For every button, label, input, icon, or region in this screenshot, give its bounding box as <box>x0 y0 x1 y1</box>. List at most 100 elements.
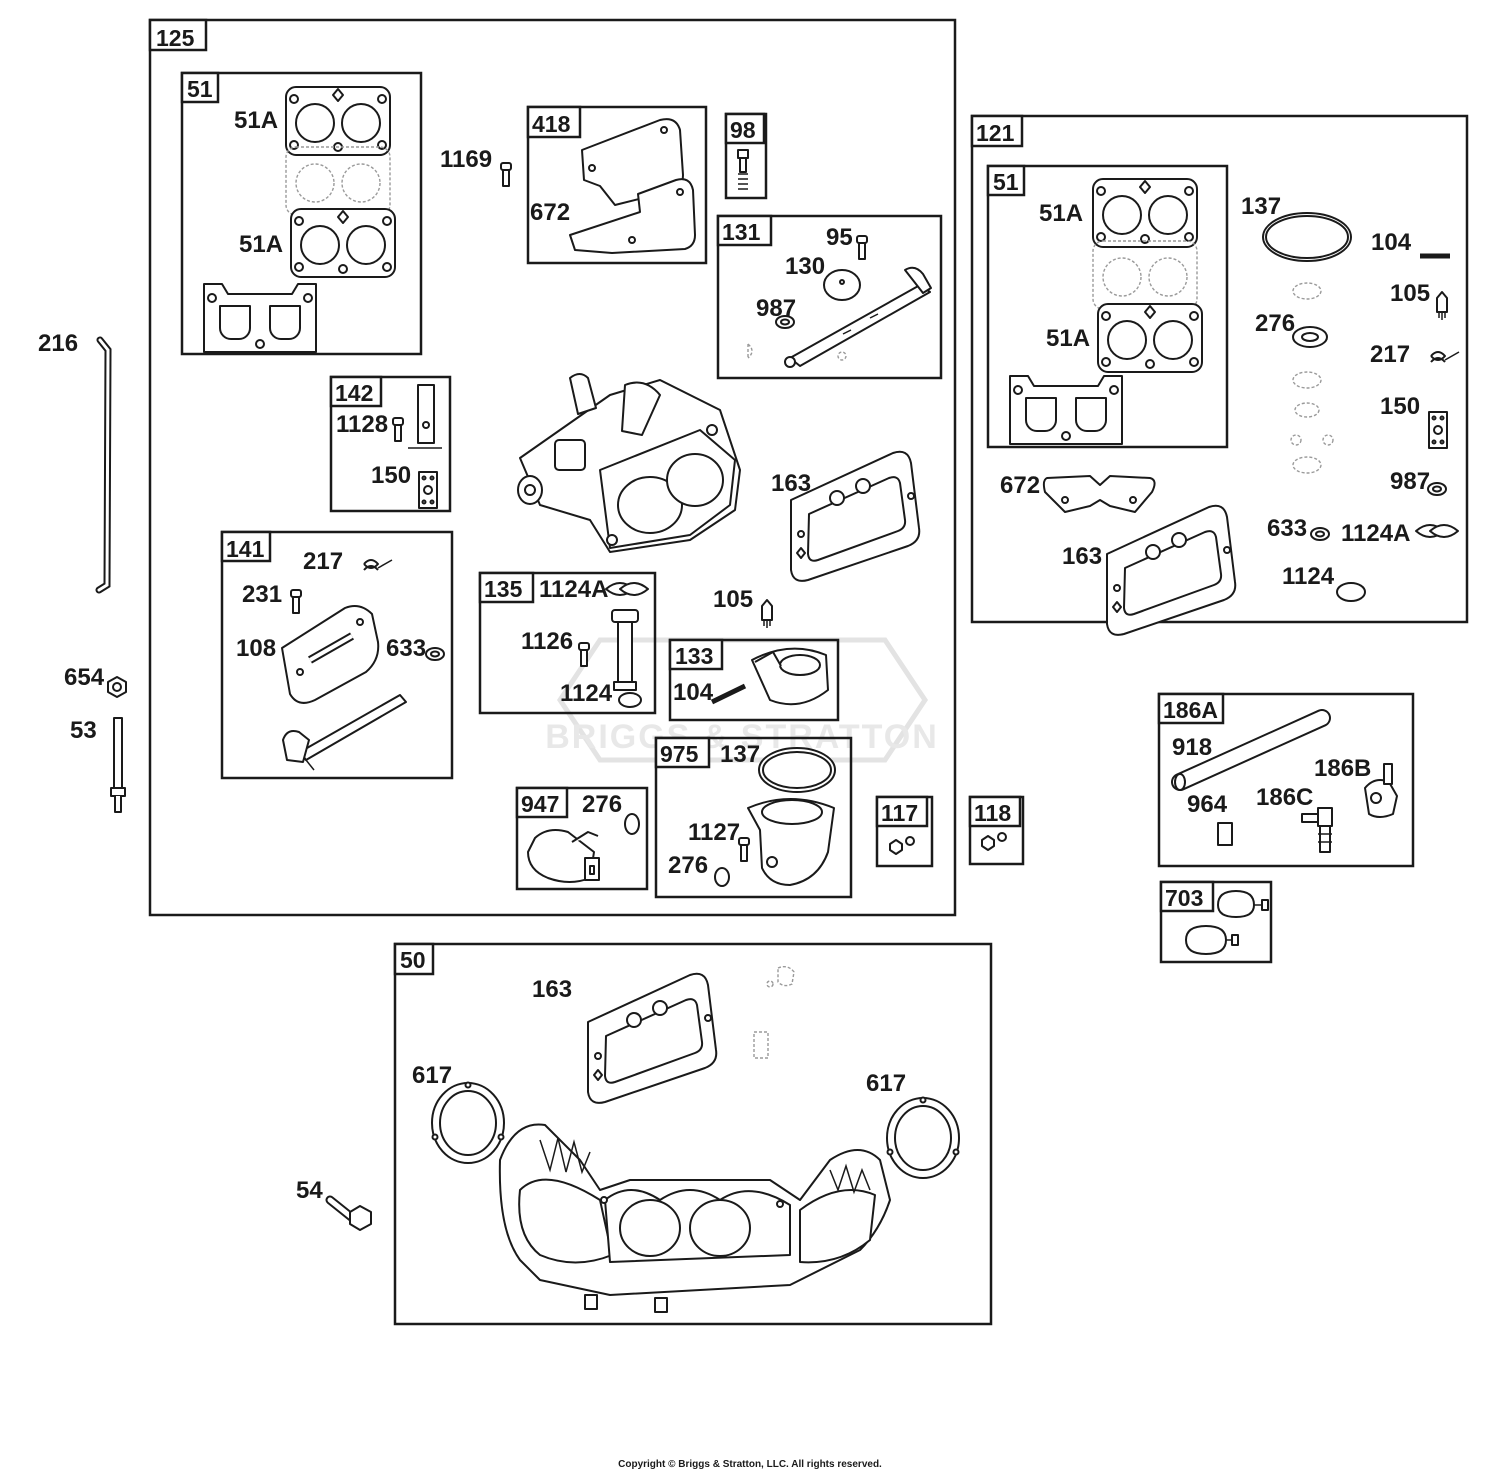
callout-108: 108 <box>236 635 276 662</box>
callout-1128: 1128 <box>336 411 388 438</box>
callout-276-1: 276 <box>582 791 622 818</box>
callout-51A-3: 51A <box>1039 200 1083 227</box>
callout-964: 964 <box>1187 791 1228 818</box>
group-947-label: 947 <box>521 791 559 817</box>
callout-276-3: 276 <box>1255 310 1295 337</box>
group-121-label: 121 <box>976 120 1015 146</box>
ring-617-b <box>886 1096 960 1179</box>
group-51-kit-frame <box>180 71 423 356</box>
choke-shaft <box>282 694 407 771</box>
callout-137-1: 137 <box>720 741 760 768</box>
fuel-bowl-135 <box>611 609 639 691</box>
gasket-51A-b-top <box>1092 178 1198 248</box>
callout-217-1: 217 <box>303 548 343 575</box>
gasket-1124A-b <box>1415 524 1459 538</box>
bracket-142 <box>408 384 442 449</box>
screw-231 <box>290 589 302 614</box>
rod-216 <box>95 336 112 594</box>
ring-1124-b <box>1336 582 1366 602</box>
group-142-label: 142 <box>335 380 373 406</box>
group-133-frame <box>668 638 840 722</box>
callout-987-1: 987 <box>756 295 796 322</box>
group-50-frame <box>393 942 993 1326</box>
group-117-label: 117 <box>881 800 918 826</box>
callout-617-2: 617 <box>866 1070 906 1097</box>
fitting-186C <box>1301 807 1333 853</box>
gasket-163-b <box>1106 504 1237 636</box>
group-975-frame <box>654 736 853 899</box>
bolt-54 <box>325 1195 372 1231</box>
choke-plate-108 <box>281 605 380 704</box>
callout-95: 95 <box>826 224 853 251</box>
callout-1169: 1169 <box>440 146 492 173</box>
plug-117 <box>889 836 915 855</box>
callout-231: 231 <box>242 581 282 608</box>
group-418-label: 418 <box>532 111 571 137</box>
callout-633-2: 633 <box>1267 515 1307 542</box>
plate-672-b <box>1042 475 1156 513</box>
group-186A-frame <box>1157 692 1415 868</box>
callout-51A-4: 51A <box>1046 325 1090 352</box>
solenoid-947 <box>527 829 600 883</box>
gasket-51A-b-mid <box>1097 303 1203 373</box>
group-418-frame <box>526 105 708 265</box>
group-51-kit-label: 51 <box>187 76 213 102</box>
callout-672-1: 672 <box>530 199 570 226</box>
callout-1124A-2: 1124A <box>1341 520 1410 547</box>
plate-672-lower <box>569 178 696 254</box>
seal-633-b <box>1310 527 1330 541</box>
callout-216: 216 <box>38 330 78 357</box>
sleeve-964 <box>1217 822 1233 846</box>
group-51-kit-b-label: 51 <box>993 169 1019 195</box>
callout-987-2: 987 <box>1390 468 1430 495</box>
group-125-frame <box>148 18 957 917</box>
group-186A-label: 186A <box>1163 697 1218 723</box>
callout-633-1: 633 <box>386 635 426 662</box>
callout-163-1: 163 <box>771 470 811 497</box>
oring-137-a <box>758 747 836 793</box>
group-98-label: 98 <box>730 117 756 143</box>
screw-1127 <box>738 837 750 862</box>
ring-1124-a <box>618 692 642 708</box>
stud-53 <box>110 717 126 813</box>
group-131-label: 131 <box>722 219 761 245</box>
callout-104-2: 104 <box>1371 229 1412 256</box>
callout-186B: 186B <box>1314 755 1371 782</box>
group-118-label: 118 <box>974 800 1011 826</box>
group-975-label: 975 <box>660 741 699 767</box>
callout-617-1: 617 <box>412 1062 452 1089</box>
gasket-d-bottom <box>203 283 317 353</box>
group-142-frame <box>329 375 452 513</box>
callout-1127: 1127 <box>688 819 740 846</box>
gasket-51A-top <box>285 86 391 156</box>
callout-105-2: 105 <box>1390 280 1430 307</box>
group-703-frame <box>1159 880 1273 964</box>
group-141-label: 141 <box>226 536 265 562</box>
group-125-label: 125 <box>156 25 195 51</box>
hose-918 <box>1171 709 1331 791</box>
callout-163-3: 163 <box>532 976 572 1003</box>
plate-150-b <box>1428 411 1448 449</box>
ring-617-a <box>431 1081 505 1164</box>
fitting-186B <box>1364 763 1398 818</box>
group-141-frame <box>220 530 454 780</box>
plug-118 <box>981 832 1007 851</box>
callout-51A-2: 51A <box>239 231 283 258</box>
screw-1126 <box>578 642 590 667</box>
pin-104-a <box>710 683 747 705</box>
carburetor-body <box>517 373 741 553</box>
screw-95 <box>856 235 868 260</box>
callout-150-2: 150 <box>1380 393 1420 420</box>
callout-654: 654 <box>64 664 105 691</box>
gasket-51A-b-ghost <box>1092 240 1198 310</box>
ghost-fittings <box>753 965 795 1059</box>
callout-217-2: 217 <box>1370 341 1410 368</box>
callout-53: 53 <box>70 717 97 744</box>
screw-98 <box>737 149 749 190</box>
oring-137-b <box>1262 212 1352 262</box>
screw-1169 <box>500 162 512 187</box>
group-131-frame <box>716 214 943 380</box>
needle-105-a <box>761 599 773 629</box>
group-121-frame <box>970 114 1469 624</box>
